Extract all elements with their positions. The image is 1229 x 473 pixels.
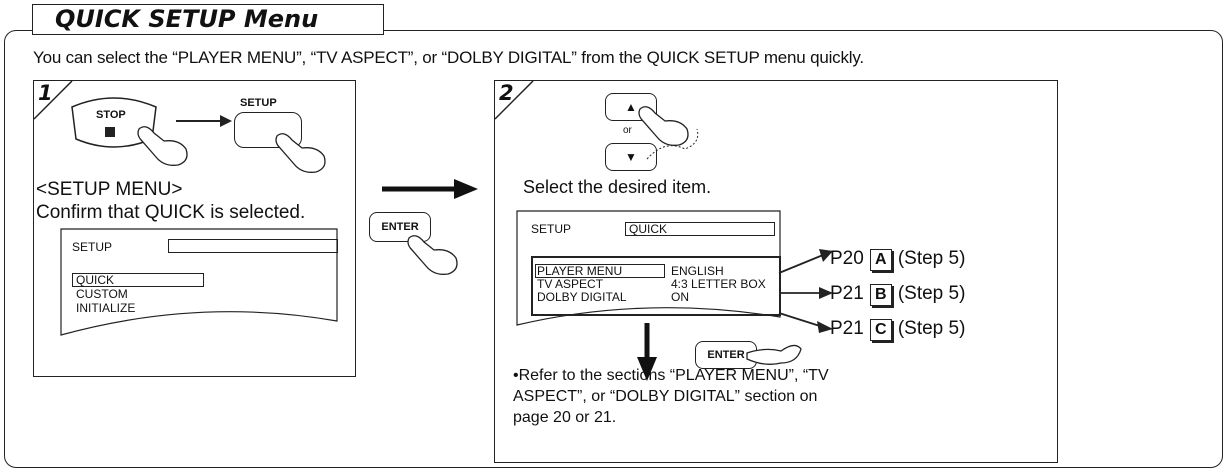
menu-item-custom[interactable]: CUSTOM xyxy=(76,287,128,301)
hand-pointer-icon xyxy=(746,344,802,365)
player-menu-highlight xyxy=(535,264,665,278)
row-tv-aspect-name[interactable]: TV ASPECT xyxy=(537,277,604,291)
arrow-right-icon xyxy=(382,179,478,199)
up-button[interactable]: ▲ xyxy=(605,93,657,121)
section-title: QUICK SETUP Menu xyxy=(32,4,384,35)
remote-control-icon xyxy=(71,97,157,148)
section-frame xyxy=(4,30,1223,468)
row-dolby-digital-name[interactable]: DOLBY DIGITAL xyxy=(537,290,627,304)
stop-button-label: STOP xyxy=(96,109,126,121)
screen-title: SETUP xyxy=(72,240,113,254)
reference-c-letter: C xyxy=(869,319,892,341)
step-corner-icon xyxy=(495,81,534,120)
hand-pointer-icon xyxy=(137,126,188,166)
settings-box xyxy=(531,256,781,316)
row-player-menu-value: ENGLISH xyxy=(671,264,724,278)
screen-mode: QUICK xyxy=(629,222,668,236)
hand-pointer-icon xyxy=(407,235,458,275)
step-corner-icon xyxy=(34,81,73,120)
row-player-menu-name[interactable]: PLAYER MENU xyxy=(537,264,623,278)
hand-pointer-icon xyxy=(275,133,326,173)
reference-b-step: (Step 5) xyxy=(897,283,966,304)
hand-pointer-icon xyxy=(638,106,699,160)
quick-highlight xyxy=(72,273,204,287)
intro-text: You can select the “PLAYER MENU”, “TV AS… xyxy=(33,48,864,67)
or-label: or xyxy=(623,125,632,136)
reference-a-step: (Step 5) xyxy=(897,248,966,269)
step2-panel: 2 ▲ or ▼ Select the desired item. SETUP … xyxy=(494,80,1058,463)
screen-title-field xyxy=(168,239,338,253)
row-tv-aspect-value: 4:3 LETTER BOX xyxy=(671,277,766,291)
row-dolby-digital-value: ON xyxy=(671,290,689,304)
reference-a-letter: A xyxy=(869,249,892,271)
setup-button[interactable] xyxy=(234,112,302,148)
reference-b-letter: B xyxy=(869,284,892,306)
step2-instruction: Select the desired item. xyxy=(523,177,712,197)
reference-c-page: P21 xyxy=(830,318,864,339)
menu-item-quick[interactable]: QUICK xyxy=(76,273,115,287)
enter-button[interactable]: ENTER xyxy=(369,212,431,242)
screen-title: SETUP xyxy=(531,222,572,236)
reference-a-page: P20 xyxy=(830,248,864,269)
step-number: 1 xyxy=(38,81,53,105)
step1-instruction: Confirm that QUICK is selected. xyxy=(36,202,306,223)
arrow-right-icon xyxy=(176,115,232,127)
tv-screen-outline xyxy=(60,228,338,336)
reference-note: •Refer to the sections “PLAYER MENU”, “T… xyxy=(513,367,829,426)
reference-arrows xyxy=(778,249,833,333)
reference-b-page: P21 xyxy=(830,283,864,304)
reference-c-step: (Step 5) xyxy=(897,318,966,339)
step1-panel: 1 STOP SETUP <SETUP MENU> Confirm that Q… xyxy=(33,80,356,377)
setup-button-label: SETUP xyxy=(240,97,277,109)
step-number: 2 xyxy=(499,81,514,105)
screen-mode-field xyxy=(625,222,775,236)
setup-menu-heading: <SETUP MENU> xyxy=(36,179,183,200)
arrow-down-icon xyxy=(637,323,657,381)
down-button[interactable]: ▼ xyxy=(605,143,657,171)
menu-item-initialize[interactable]: INITIALIZE xyxy=(76,301,136,315)
stop-button[interactable] xyxy=(103,127,119,143)
